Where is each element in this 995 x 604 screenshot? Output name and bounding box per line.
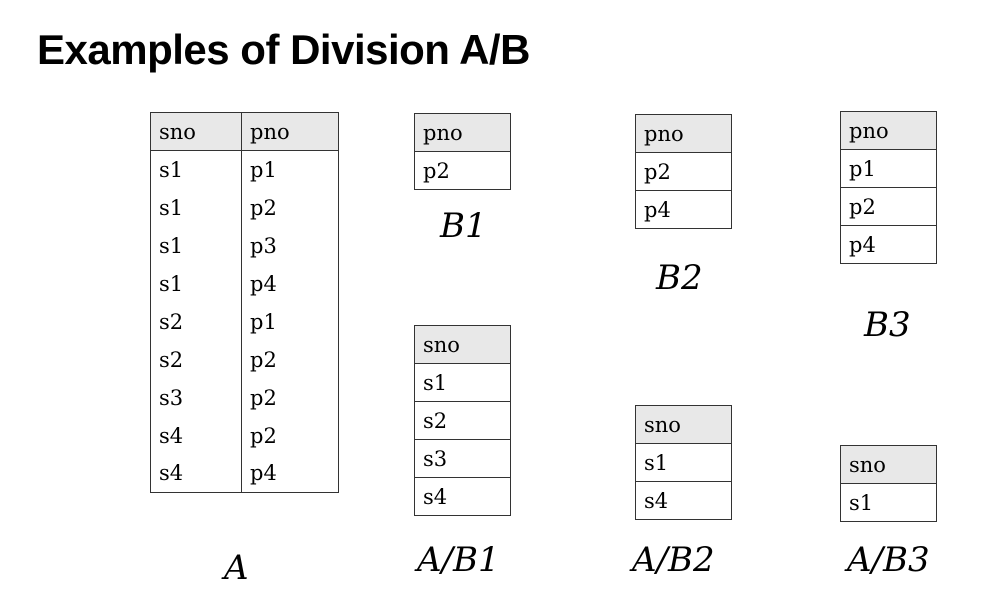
table-cell-sno: s3 xyxy=(150,378,242,417)
table-cell-sno: s4 xyxy=(150,454,242,493)
column-header-pno: pno xyxy=(840,111,937,150)
column-header-sno: sno xyxy=(150,112,242,151)
table-cell-pno: p2 xyxy=(635,152,732,191)
relation-b2-caption: B2 xyxy=(656,258,703,298)
table-cell-sno: s1 xyxy=(150,188,242,227)
table-cell-pno: p4 xyxy=(635,190,732,229)
header-row: sno xyxy=(414,325,511,364)
table-cell-pno: p3 xyxy=(241,226,339,265)
relation-b1-caption: B1 xyxy=(440,206,487,246)
table-row: p2 xyxy=(635,152,732,191)
relation-a-div-b2-caption: A/B2 xyxy=(632,540,715,580)
table-cell-sno: s4 xyxy=(635,481,732,520)
table-cell-pno: p2 xyxy=(241,340,339,379)
table-cell-sno: s4 xyxy=(150,416,242,455)
table-row: s1 xyxy=(414,363,511,402)
column-header-sno: sno xyxy=(840,445,937,484)
table-cell-pno: p2 xyxy=(241,378,339,417)
table-row: s1 xyxy=(635,443,732,482)
table-cell-sno: s2 xyxy=(150,340,242,379)
header-row: pno xyxy=(840,111,937,150)
table-cell-pno: p2 xyxy=(241,416,339,455)
column-header-pno: pno xyxy=(635,114,732,153)
header-row: pno xyxy=(414,113,511,152)
table-cell-pno: p4 xyxy=(241,264,339,303)
table-cell-pno: p1 xyxy=(840,149,937,188)
table-cell-sno: s1 xyxy=(150,226,242,265)
header-row: sno xyxy=(635,405,732,444)
table-row: p1 xyxy=(840,149,937,188)
table-cell-pno: p2 xyxy=(241,188,339,227)
table-cell-sno: s1 xyxy=(150,150,242,189)
table-cell-pno: p1 xyxy=(241,302,339,341)
table-cell-sno: s3 xyxy=(414,439,511,478)
table-cell-pno: p4 xyxy=(840,225,937,264)
table-cell-sno: s1 xyxy=(414,363,511,402)
column-header-sno: sno xyxy=(635,405,732,444)
table-row: s4 xyxy=(635,481,732,520)
slide-title: Examples of Division A/B xyxy=(37,26,530,73)
header-row: sno xyxy=(840,445,937,484)
table-row: s4 xyxy=(414,477,511,516)
table-cell-pno: p2 xyxy=(840,187,937,226)
table-cell-pno: p2 xyxy=(414,151,511,190)
table-cell-sno: s1 xyxy=(840,483,937,522)
table-cell-pno: p1 xyxy=(241,150,339,189)
header-row: pno xyxy=(635,114,732,153)
relation-b3-caption: B3 xyxy=(864,305,911,345)
table-cell-sno: s2 xyxy=(150,302,242,341)
relation-a-div-b3-table: sno s1 xyxy=(840,445,937,522)
table-row: p2 xyxy=(414,151,511,190)
relation-b1-table: pno p2 xyxy=(414,113,511,190)
table-row: s3 xyxy=(414,439,511,478)
relation-a-div-b3-caption: A/B3 xyxy=(847,540,930,580)
table-row: p4 xyxy=(840,225,937,264)
table-cell-sno: s1 xyxy=(635,443,732,482)
relation-a-div-b1-caption: A/B1 xyxy=(417,540,500,580)
relation-a-caption: A xyxy=(224,548,249,588)
table-cell-sno: s2 xyxy=(414,401,511,440)
table-row: s2 xyxy=(414,401,511,440)
table-cell-pno: p4 xyxy=(241,454,339,493)
table-row: p4 xyxy=(635,190,732,229)
table-cell-sno: s4 xyxy=(414,477,511,516)
table-row: s1 xyxy=(840,483,937,522)
table-row: p2 xyxy=(840,187,937,226)
column-header-pno: pno xyxy=(414,113,511,152)
table-cell-sno: s1 xyxy=(150,264,242,303)
column-header-pno: pno xyxy=(241,112,339,151)
column-header-sno: sno xyxy=(414,325,511,364)
